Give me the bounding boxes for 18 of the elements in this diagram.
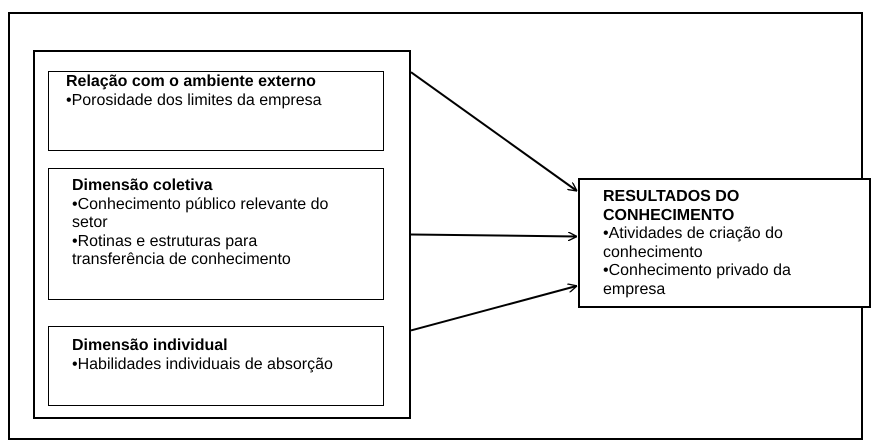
text-box — [48, 71, 384, 151]
text-box — [48, 326, 384, 406]
container-box — [33, 50, 411, 419]
bullet-text: •Conhecimento público relevante do setor — [72, 196, 330, 232]
box-heading: Relação com o ambiente externo — [66, 73, 317, 92]
box-heading: RESULTADOS DO CONHECIMENTO — [603, 188, 740, 225]
text-box — [578, 178, 871, 308]
bullet-text: •Habilidades individuais de absorção — [72, 356, 334, 374]
bullet-text: •Conhecimento privado da empresa — [603, 262, 792, 299]
text-box — [48, 168, 384, 300]
box-heading: Dimensão individual — [72, 337, 229, 356]
arrow — [410, 283, 578, 332]
bullet-text: •Porosidade dos limites da empresa — [66, 92, 323, 110]
bullet-text: •Atividades de criação do conhecimento — [603, 225, 784, 262]
bullet-text: •Rotinas e estruturas para transferência de conhecimento — [72, 232, 292, 270]
arrow — [410, 71, 578, 192]
box-heading: Dimensão coletiva — [72, 177, 214, 196]
arrow — [410, 231, 578, 242]
